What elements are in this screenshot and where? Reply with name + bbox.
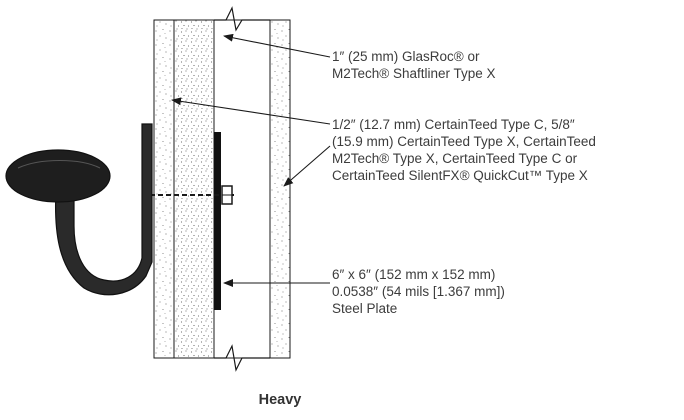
hook-arm xyxy=(55,123,153,296)
diagram-caption: Heavy xyxy=(258,392,302,408)
break-line-top xyxy=(214,6,270,32)
callout-line: 0.0538″ (54 mils [1.367 mm]) xyxy=(332,284,505,299)
callout-line: 6″ x 6″ (152 mm x 152 mm) xyxy=(332,267,496,282)
leader-arrow-1 xyxy=(223,33,331,58)
callout-line: (15.9 mm) CertainTeed Type X, CertainTee… xyxy=(332,134,596,149)
callout-line: 1″ (25 mm) GlasRoc® or xyxy=(332,49,480,64)
gypsum-board-left xyxy=(153,19,175,359)
leader-arrow-2b xyxy=(283,145,331,187)
callout-line: 1/2″ (12.7 mm) CertainTeed Type C, 5/8″ xyxy=(332,117,575,132)
hook-knob-highlight xyxy=(17,160,101,169)
callout-gypsum-board: 1/2″ (12.7 mm) CertainTeed Type C, 5/8″ … xyxy=(332,116,596,184)
callout-shaftliner: 1″ (25 mm) GlasRoc® or M2Tech® Shaftline… xyxy=(332,48,496,82)
callout-line: Steel Plate xyxy=(332,301,398,316)
callout-steel-plate: 6″ x 6″ (152 mm x 152 mm) 0.0538″ (54 mi… xyxy=(332,266,505,317)
steel-plate xyxy=(214,132,221,310)
callout-line: CertainTeed SilentFX® QuickCut™ Type X xyxy=(332,168,588,183)
shaftliner-core xyxy=(173,19,215,359)
break-line-bottom xyxy=(214,344,270,372)
gypsum-board-right xyxy=(269,19,291,359)
callout-line: M2Tech® Shaftliner Type X xyxy=(332,66,496,81)
hook-knob xyxy=(5,149,111,203)
callout-line: M2Tech® Type X, CertainTeed Type C or xyxy=(332,151,578,166)
leader-arrow-2 xyxy=(171,97,331,125)
